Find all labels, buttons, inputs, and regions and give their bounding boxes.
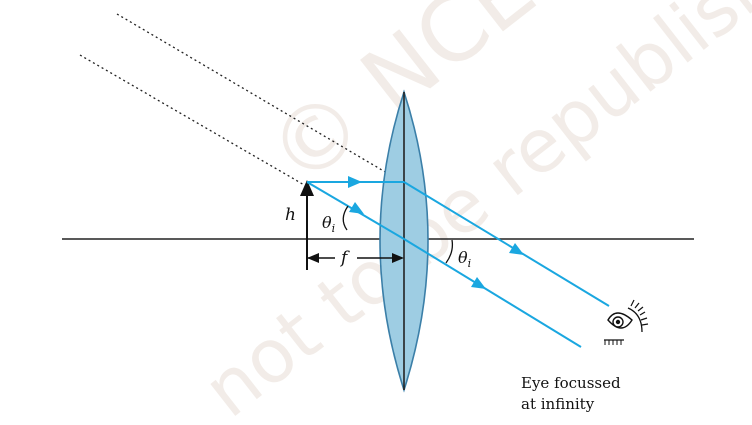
- dotted-ray-upper: [116, 13, 405, 184]
- label-angle-right-symbol: θ: [458, 248, 468, 267]
- eye-icon: [604, 299, 649, 345]
- dotted-ray-lower: [79, 54, 307, 187]
- label-angle-right-subscript: i: [468, 257, 472, 270]
- ray-1-arrowhead-refracted: [509, 243, 524, 255]
- ray-2-arrowhead-incident: [349, 202, 364, 214]
- ray-1-refracted: [403, 181, 610, 307]
- ray-2-arrowhead-refracted: [471, 277, 486, 289]
- label-angle-left: θi: [322, 213, 335, 235]
- label-height: h: [285, 205, 296, 225]
- angle-arc-left: [342, 205, 349, 231]
- caption-line-2: at infinity: [521, 395, 595, 413]
- focal-length-marker: [307, 253, 404, 263]
- ray-2-refracted: [403, 238, 582, 348]
- ray-1-arrowhead-incident: [348, 176, 362, 188]
- label-angle-left-symbol: θ: [322, 213, 332, 232]
- label-angle-right: θi: [458, 248, 471, 270]
- object-arrowhead: [300, 180, 314, 196]
- label-focal-length: f: [339, 248, 350, 268]
- watermark: © NCERT not to be republished: [188, 0, 752, 425]
- ray-arrowheads: [348, 176, 524, 289]
- caption-line-1: Eye focussed: [521, 374, 621, 392]
- angle-arc-right: [445, 239, 454, 264]
- label-angle-left-subscript: i: [332, 222, 336, 235]
